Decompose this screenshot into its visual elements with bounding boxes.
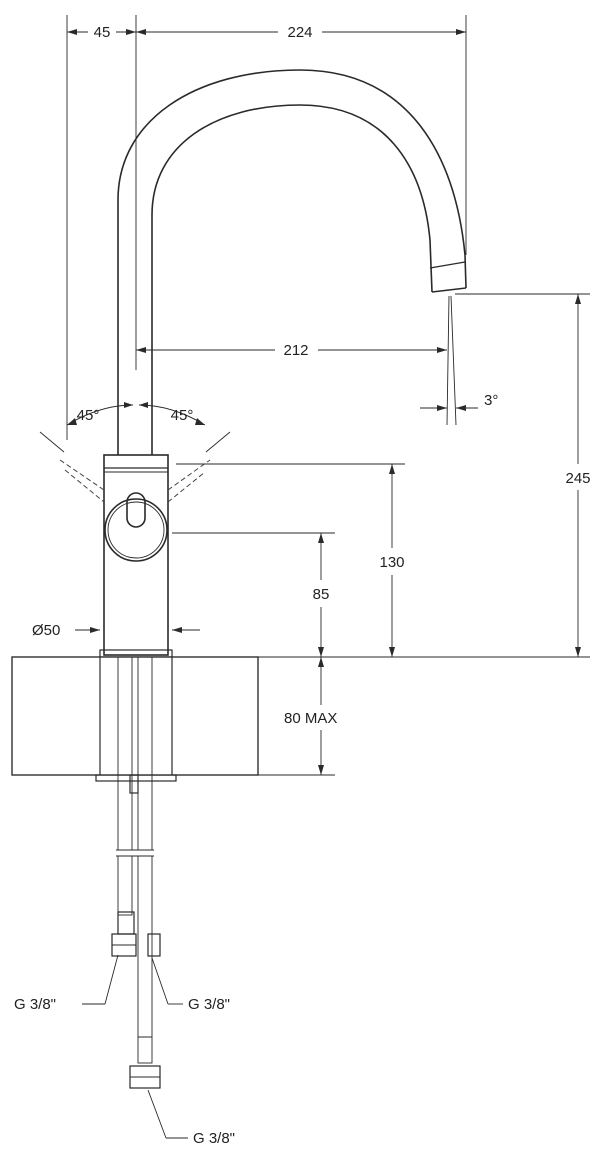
dimension-lines — [39, 15, 590, 1139]
label-hose-bottom: G 3/8" — [193, 1130, 235, 1147]
dim-lever-angle-right: 45° — [171, 407, 194, 424]
label-hose-right: G 3/8" — [188, 996, 230, 1013]
dimension-labels: 45 224 212 3° 45° 45° 245 130 85 Ø50 80 … — [32, 24, 591, 727]
water-jet — [446, 295, 457, 426]
dim-spout-reach-axis: 212 — [283, 342, 308, 359]
dim-spout-height: 245 — [565, 470, 590, 487]
dim-body-diameter: Ø50 — [32, 622, 60, 639]
dim-lever-height: 85 — [313, 586, 330, 603]
dim-lever-offset: 45 — [94, 24, 111, 41]
arrowheads — [67, 29, 581, 775]
dim-body-height: 130 — [379, 554, 404, 571]
countertop-section — [11, 656, 259, 776]
lever-swing-dashed — [59, 459, 211, 503]
label-hose-left: G 3/8" — [14, 996, 56, 1013]
dim-spray-angle: 3° — [484, 392, 498, 409]
dim-counter-thickness: 80 MAX — [284, 710, 337, 727]
faucet-body — [99, 454, 173, 658]
connection-labels: G 3/8" G 3/8" G 3/8" — [14, 996, 235, 1147]
dim-lever-angle-left: 45° — [77, 407, 100, 424]
spout — [117, 69, 467, 455]
supply-hoses — [95, 656, 177, 1089]
lever-handle — [104, 492, 168, 562]
dim-spout-reach-total: 224 — [287, 24, 312, 41]
